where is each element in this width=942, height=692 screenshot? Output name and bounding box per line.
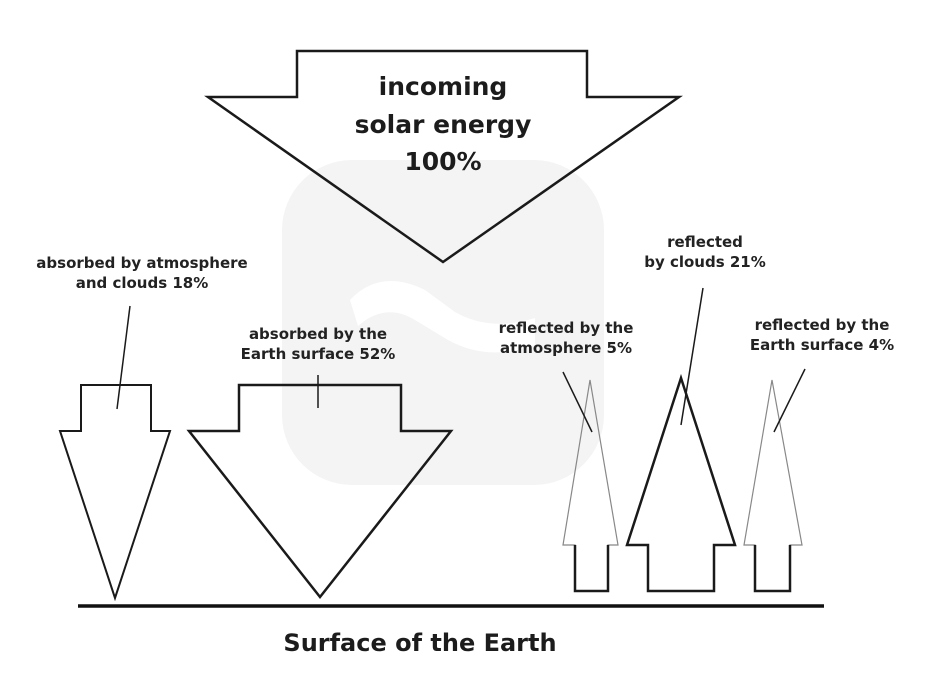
absorbed-surface-line-1: absorbed by the bbox=[248, 325, 388, 343]
absorbed-atmosphere-line-2: and clouds 18% bbox=[75, 273, 209, 292]
earth-surface-label: Surface of the Earth bbox=[283, 629, 557, 657]
incoming-energy-arrow bbox=[204, 49, 683, 264]
absorbed-atmosphere-label: absorbed by atmosphere and clouds 18% bbox=[20, 254, 264, 293]
absorbed-atmosphere-line-1: absorbed by atmosphere bbox=[36, 254, 248, 272]
incoming-line-2: solar energy bbox=[354, 109, 532, 139]
leader-reflected-surface bbox=[773, 368, 806, 433]
reflected-clouds-line-1: reflected bbox=[667, 233, 743, 251]
reflected-atmosphere-line-2: atmosphere 5% bbox=[499, 338, 632, 357]
reflected-clouds-label: reflected by clouds 21% bbox=[640, 233, 770, 272]
reflected-clouds-line-2: by clouds 21% bbox=[644, 252, 766, 271]
absorbed-atmosphere-arrow bbox=[58, 384, 172, 602]
incoming-line-1: incoming bbox=[378, 72, 508, 101]
reflected-atmosphere-arrow-base bbox=[573, 545, 610, 593]
reflected-surface-label: reflected by the Earth surface 4% bbox=[738, 316, 906, 355]
reflected-clouds-arrow bbox=[625, 373, 737, 593]
leader-absorbed-atmosphere bbox=[116, 305, 131, 410]
leader-reflected-atmosphere bbox=[562, 371, 593, 433]
reflected-atmosphere-label: reflected by the atmosphere 5% bbox=[484, 319, 648, 358]
watermark-logo bbox=[282, 160, 604, 485]
leader-reflected-clouds bbox=[680, 287, 704, 426]
reflected-surface-arrow bbox=[743, 379, 803, 592]
incoming-line-3: 100% bbox=[404, 147, 482, 176]
absorbed-surface-line-2: Earth surface 52% bbox=[240, 344, 396, 363]
reflected-surface-line-1: reflected by the bbox=[754, 316, 890, 334]
incoming-energy-label: incoming solar energy 100% bbox=[343, 68, 543, 181]
absorbed-surface-label: absorbed by the Earth surface 52% bbox=[233, 325, 403, 364]
reflected-atmosphere-line-1: reflected by the bbox=[498, 319, 634, 337]
absorbed-surface-arrow bbox=[186, 383, 454, 600]
reflected-surface-line-2: Earth surface 4% bbox=[749, 335, 895, 354]
reflected-surface-arrow-base bbox=[753, 545, 792, 593]
